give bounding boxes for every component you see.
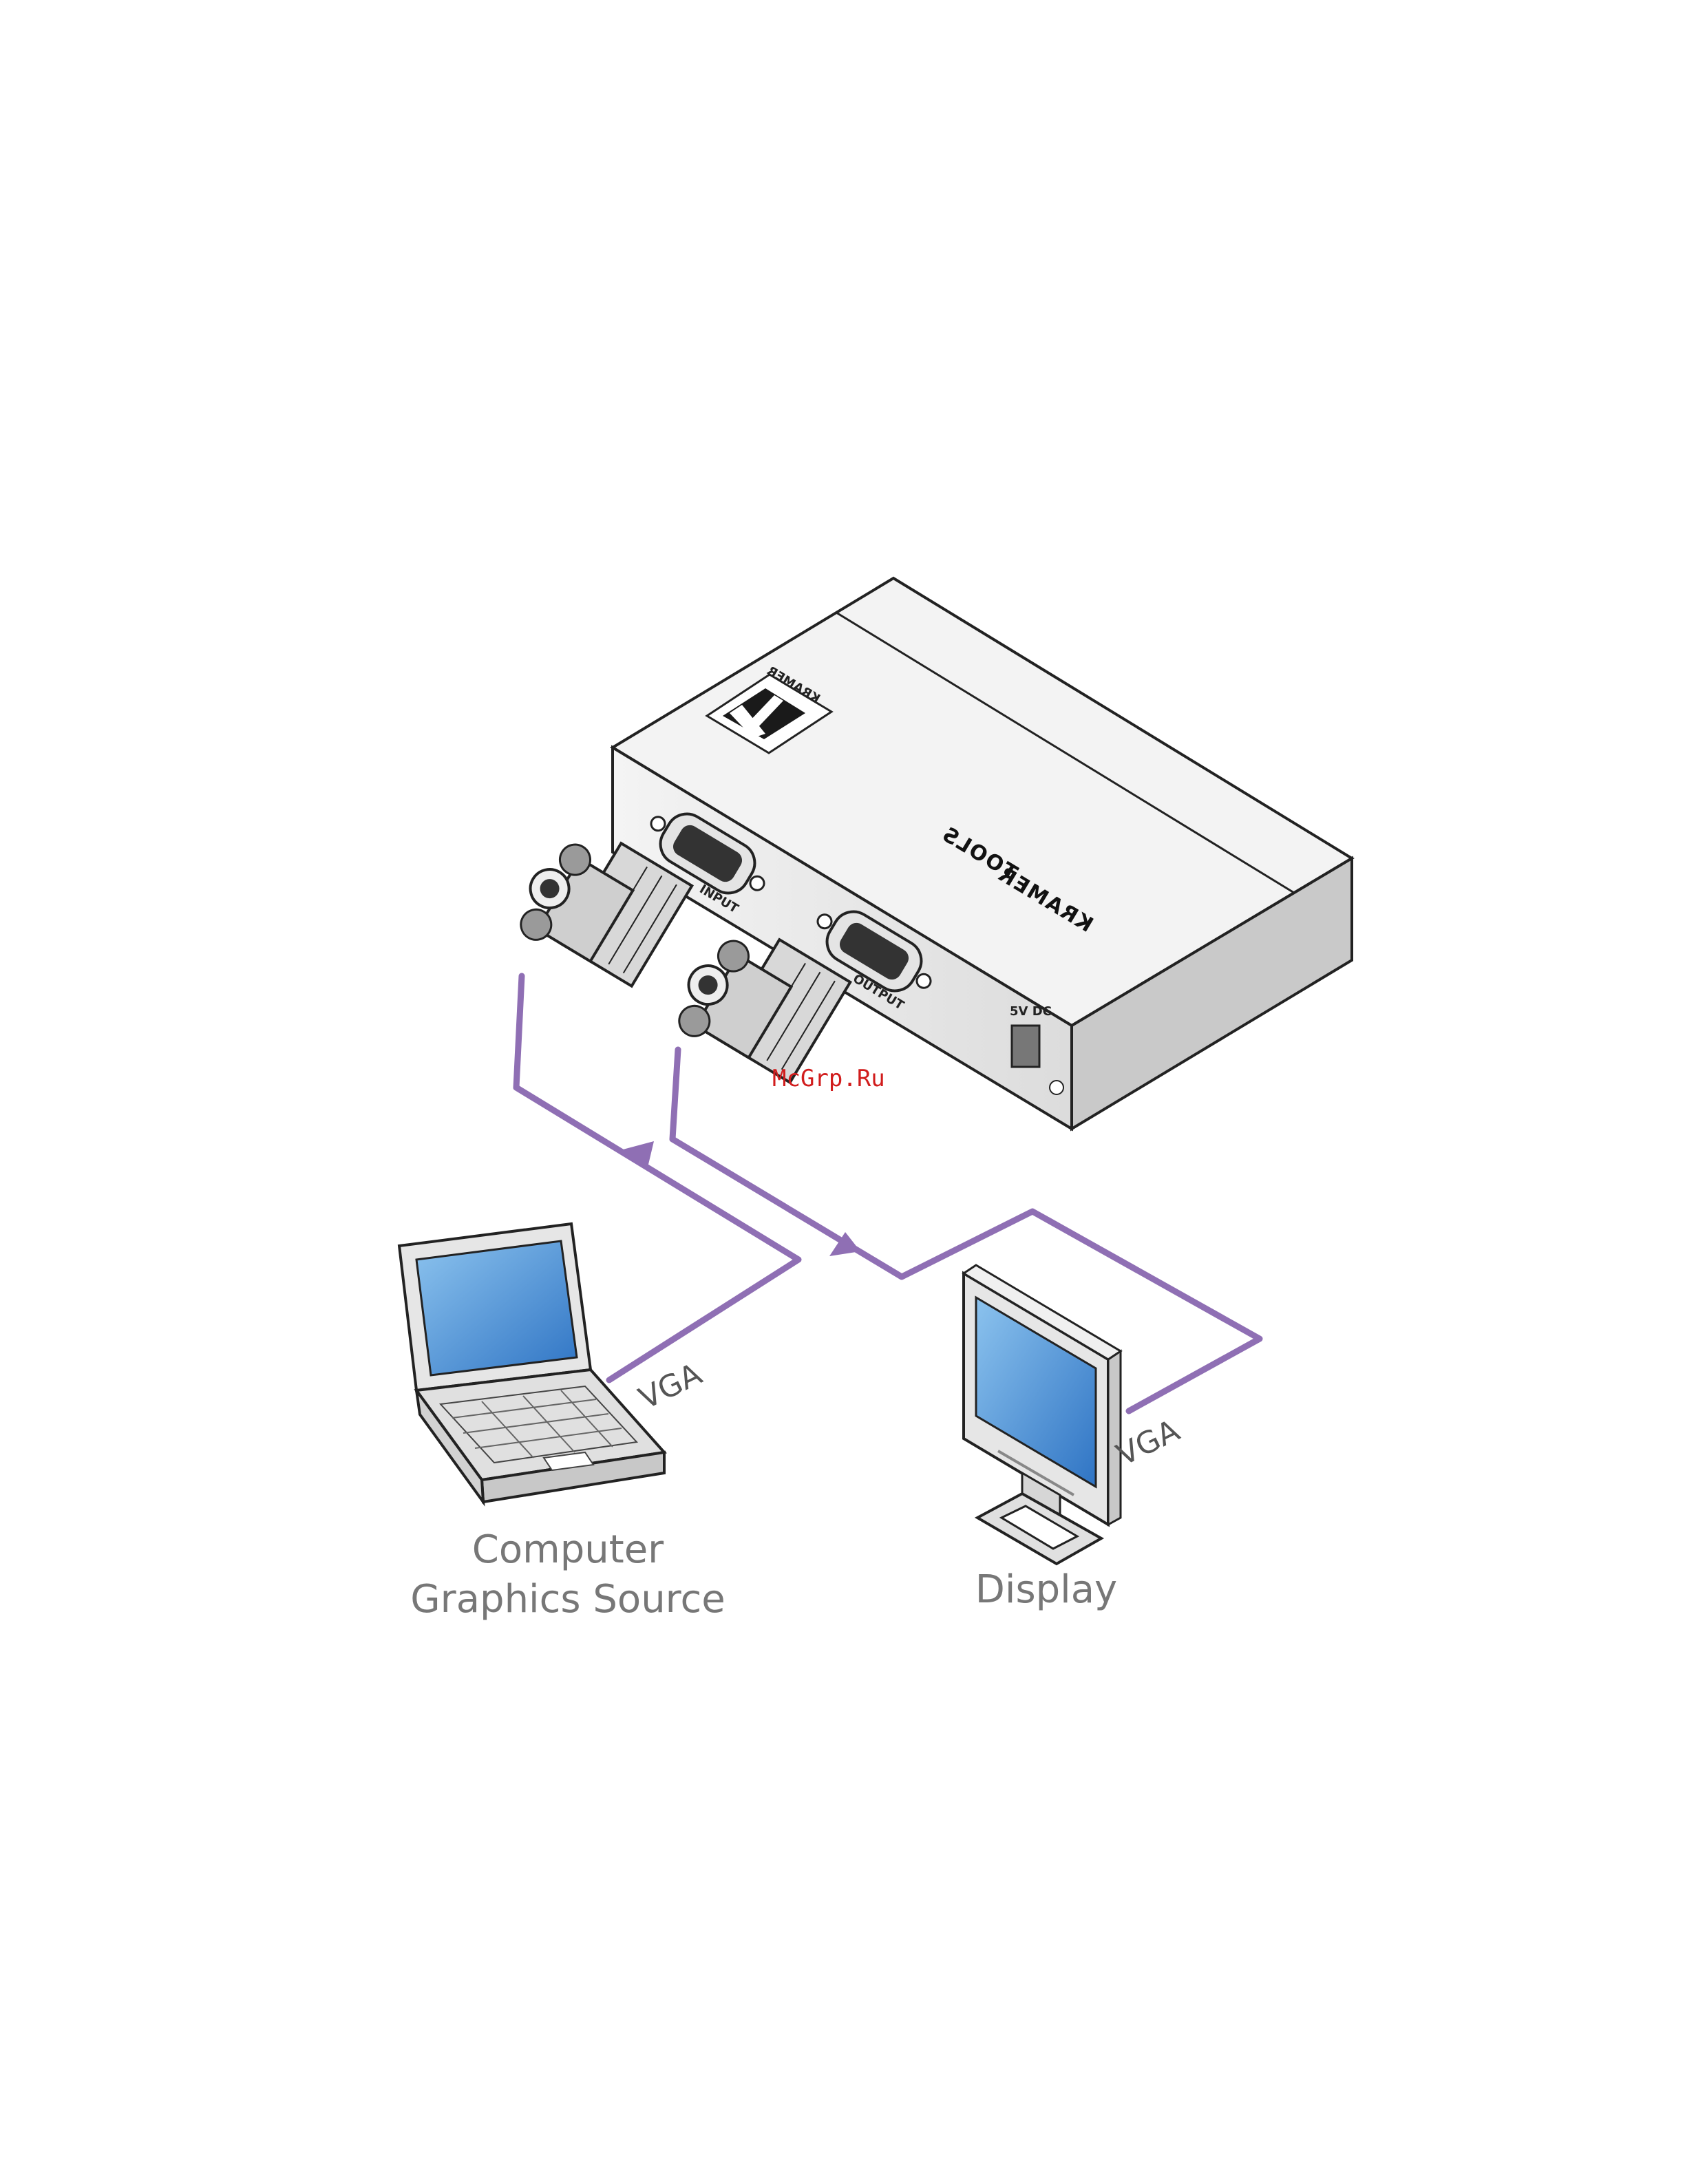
watermark: McGrp.Ru (772, 1065, 885, 1092)
kramer-device: KRAMER KRAMER TOOLS INPUT OUTPUT 5V DC (613, 578, 1352, 1129)
laptop-screen (416, 1241, 577, 1375)
display-label: Display (975, 1567, 1117, 1612)
output-cable-label: VGA (1111, 1413, 1185, 1473)
display-monitor-icon (964, 1265, 1121, 1564)
power-polarity-icon (1050, 1081, 1063, 1094)
source-label-line2: Graphics Source (410, 1577, 725, 1622)
power-label: 5V DC (1010, 1004, 1052, 1019)
power-jack (1012, 1026, 1039, 1067)
source-label-line1: Computer (472, 1527, 664, 1572)
laptop-icon (399, 1224, 664, 1502)
input-cable-label: VGA (633, 1357, 707, 1417)
